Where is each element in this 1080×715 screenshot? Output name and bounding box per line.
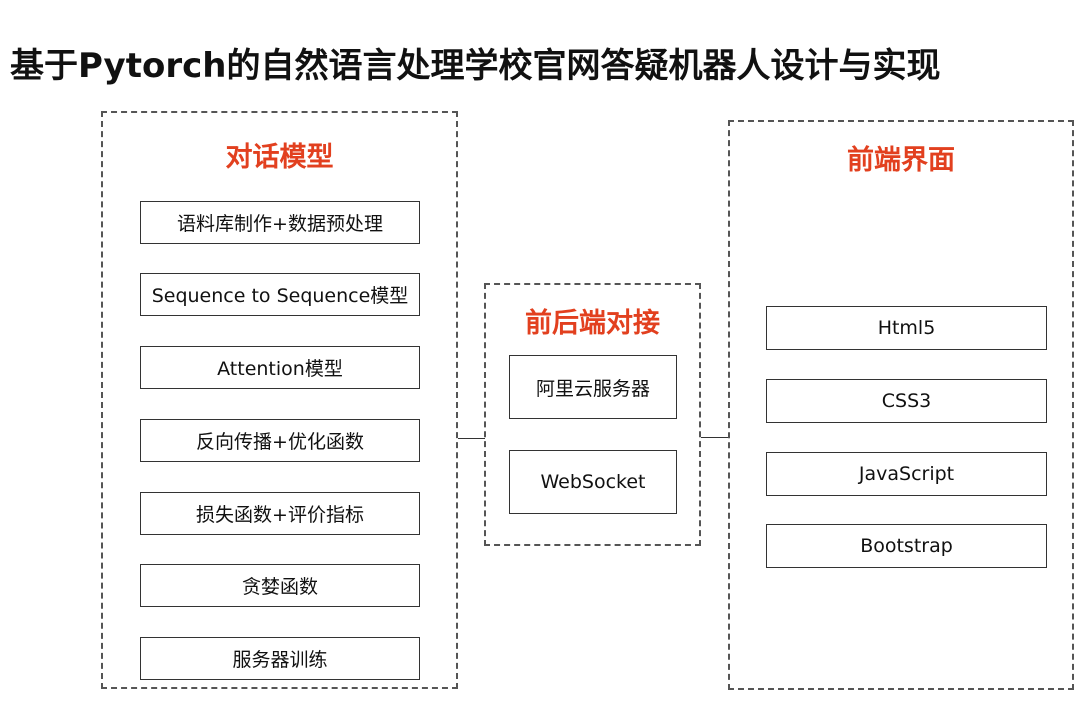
node-bootstrap: Bootstrap [766, 524, 1047, 568]
node-javascript: JavaScript [766, 452, 1047, 496]
group-title-integration: 前后端对接 [525, 308, 660, 339]
node-backprop-optimizer: 反向传播+优化函数 [140, 419, 420, 462]
node-corpus-preprocessing: 语料库制作+数据预处理 [140, 201, 420, 244]
group-integration: 前后端对接 阿里云服务器 WebSocket [484, 283, 701, 546]
node-attention-model: Attention模型 [140, 346, 420, 389]
node-greedy-function: 贪婪函数 [140, 564, 420, 607]
node-loss-metrics: 损失函数+评价指标 [140, 492, 420, 535]
group-title-dialogue-model: 对话模型 [225, 142, 334, 173]
node-server-training: 服务器训练 [140, 637, 420, 680]
node-css3: CSS3 [766, 379, 1047, 423]
node-aliyun-server: 阿里云服务器 [509, 355, 677, 419]
node-seq2seq-model: Sequence to Sequence模型 [140, 273, 420, 316]
group-frontend: 前端界面 Html5 CSS3 JavaScript Bootstrap [728, 120, 1074, 690]
node-html5: Html5 [766, 306, 1047, 350]
connector-model-bridge [458, 438, 485, 439]
group-dialogue-model: 对话模型 语料库制作+数据预处理 Sequence to Sequence模型 … [101, 111, 458, 689]
connector-bridge-frontend [701, 437, 729, 438]
page-title: 基于Pytorch的自然语言处理学校官网答疑机器人设计与实现 [10, 46, 941, 86]
group-title-frontend: 前端界面 [847, 145, 955, 176]
node-websocket: WebSocket [509, 450, 677, 514]
